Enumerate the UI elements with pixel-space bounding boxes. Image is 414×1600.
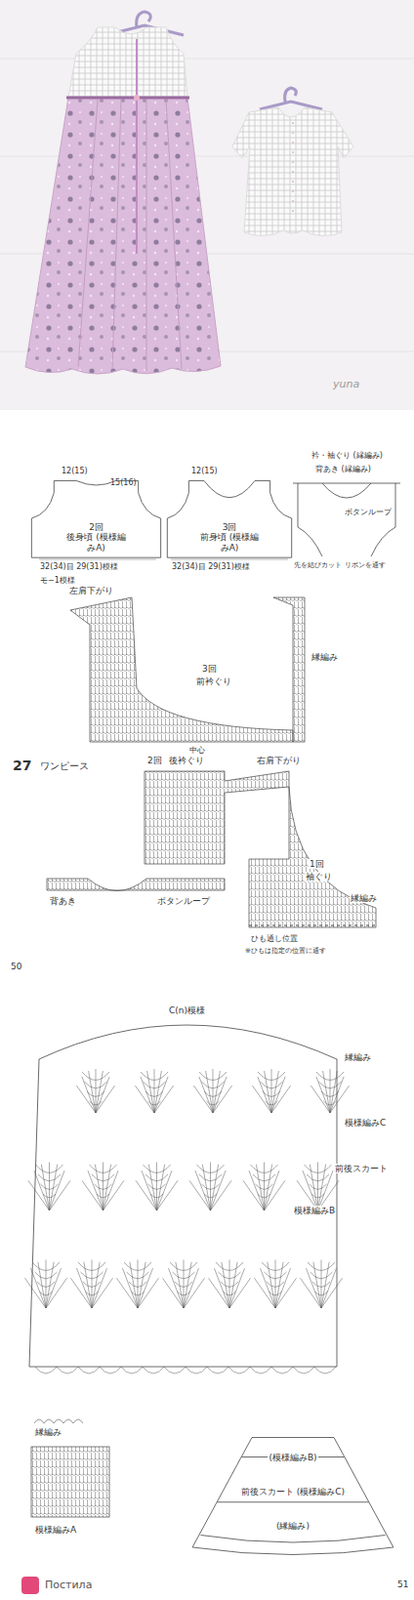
label: ひも通し位置 xyxy=(249,934,299,944)
label: 中心 xyxy=(188,745,207,755)
label: Постила xyxy=(43,1579,93,1593)
label: 先を結びカット xyxy=(292,561,343,570)
label: 前後スカート xyxy=(333,1163,389,1174)
label: 前衿ぐり xyxy=(195,676,233,687)
label: 32(34)目 29(31)模様 xyxy=(39,562,120,572)
label: ボタンループ xyxy=(156,896,211,907)
label: 模様編みA xyxy=(34,1525,78,1535)
label: 模様編みC xyxy=(343,1117,387,1128)
label: 背あき (縁編み) xyxy=(314,464,373,474)
piece-label: (模様編みB) xyxy=(267,1452,318,1463)
label: 27 xyxy=(11,757,33,774)
label: 12(15) xyxy=(60,466,89,476)
label: 右肩下がり xyxy=(255,755,302,766)
label: 50 xyxy=(9,961,23,972)
label: 12(15) xyxy=(190,466,219,476)
label: 2回 xyxy=(146,755,164,766)
label: 縁編み xyxy=(349,893,378,904)
label: 15(16) xyxy=(109,478,138,488)
label: yuna xyxy=(331,378,361,392)
label: 左肩下がり xyxy=(68,585,115,596)
piece-label: 前後スカート (模様編みC) xyxy=(240,1487,346,1497)
label: リボンを通す xyxy=(343,561,387,570)
piece-label: 2回 xyxy=(87,522,105,533)
label: 32(34)目 29(31)模様 xyxy=(170,562,251,572)
pattern-piece: (模様編みB) 前後スカート (模様編みC) (縁編み) xyxy=(190,1435,396,1558)
label: 51 xyxy=(396,1579,410,1590)
label: ボタンループ xyxy=(343,507,393,517)
label: モ−1模様 xyxy=(39,576,77,585)
label: ※ひもは指定の位置に通す xyxy=(244,947,328,955)
pattern-piece: 2回後身頃 (模様編みA) xyxy=(30,478,163,559)
label: 縁編み xyxy=(310,652,339,663)
piece-label: 前身頃 (模様編みA) xyxy=(197,532,262,553)
label: 背あき xyxy=(48,896,78,907)
piece-label: 3回 xyxy=(221,522,239,533)
label: 1回 xyxy=(308,859,326,870)
label: 衿・袖ぐり (縁編み) xyxy=(310,451,384,460)
pattern-piece: 3回前身頃 (模様編みA) xyxy=(165,478,293,559)
label: 後衿ぐり xyxy=(167,755,206,766)
piece-label: 後身頃 (模様編みA) xyxy=(64,532,129,553)
label: 袖ぐり xyxy=(304,871,333,882)
label: ワンピース xyxy=(39,760,90,773)
label: 縁編み xyxy=(343,1052,373,1063)
piece-label: (縁編み) xyxy=(275,1521,311,1532)
label: 3回 xyxy=(201,663,218,674)
label: C(n)模様 xyxy=(167,1005,207,1016)
label: 模様編みB xyxy=(292,1205,336,1216)
label: 縁編み xyxy=(34,1427,63,1438)
